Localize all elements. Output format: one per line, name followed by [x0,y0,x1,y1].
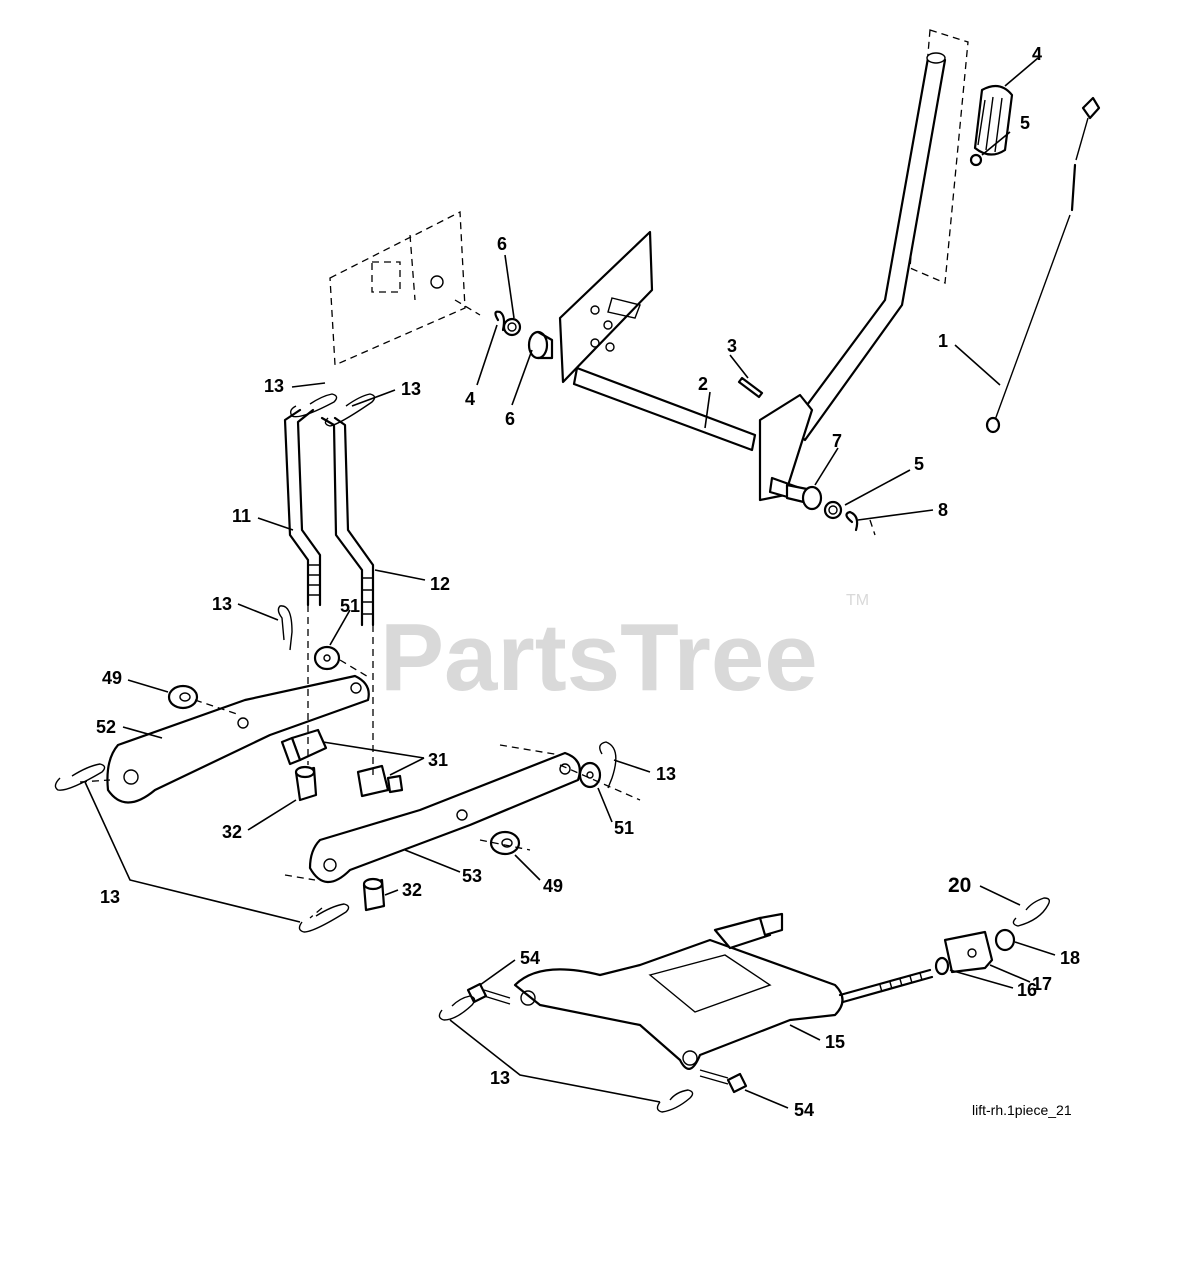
callout-label: 5 [1020,113,1030,133]
trunnion-31-right [356,764,404,798]
lift-link-11 [283,408,322,607]
callout-label: 12 [430,574,450,594]
hairpin-clip-lower-left-a [54,763,106,791]
callout-label: 16 [1017,980,1037,1000]
callout-label: 6 [497,234,507,254]
callout-labels: 4 5 1 3 2 6 4 6 7 5 8 13 13 11 12 13 51 … [96,44,1080,1120]
callout-label: 51 [614,818,634,838]
left-washer-5 [502,317,522,337]
callout-label: 8 [938,500,948,520]
callout-label: 13 [100,887,120,907]
right-bushing-6 [785,483,823,511]
right-clip-4 [845,510,859,532]
callout-label: 32 [222,822,242,842]
hairpin-clip-plate-left [438,995,476,1021]
leader-lines [84,57,1056,1109]
callout-label: 53 [462,866,482,886]
lift-arm-53 [308,751,581,884]
clevis-17 [943,930,994,974]
callout-label: 2 [698,374,708,394]
hairpin-clip-top-left [289,393,338,418]
drawing-code: lift-rh.1piece_21 [972,1102,1072,1118]
lever-mount-plate [558,230,654,384]
plug-8 [969,153,983,167]
callout-label: 49 [543,876,563,896]
callout-label: 17 [1032,974,1052,994]
right-washer-5 [823,500,843,520]
callout-label: 3 [727,336,737,356]
callout-label: 20 [948,874,971,897]
left-clip-4 [494,310,506,332]
callout-label: 13 [264,376,284,396]
hairpin-clip-mid-right [599,741,617,789]
roll-pin-3 [737,376,764,399]
callout-label: 13 [212,594,232,614]
nut-32-lower [362,877,386,912]
left-bushing-6 [527,330,554,360]
callout-label: 6 [505,409,515,429]
handle-grip-7 [973,84,1014,156]
lift-cable-1 [985,96,1101,434]
hairpin-clip-mid-left [277,605,293,651]
watermark-trademark: TM [846,592,869,609]
callout-label: 15 [825,1032,845,1052]
callout-label: 13 [656,764,676,784]
bushing-49-right [489,830,521,856]
hairpin-clip-plate-bottom [656,1089,694,1113]
callout-label: 32 [402,880,422,900]
hairpin-clip-lower-left-b [298,903,350,933]
callout-label: 5 [914,454,924,474]
callout-label: 4 [465,389,475,409]
callout-label: 54 [794,1100,814,1120]
callout-label: 54 [520,948,540,968]
pin-54-lower [699,1069,748,1094]
callout-label: 1 [938,331,948,351]
washer-16 [934,956,950,976]
nut-32-upper [294,765,318,802]
callout-label: 51 [340,596,360,616]
callout-label: 49 [102,668,122,688]
bushing-49-left [167,684,199,710]
callout-label: 4 [1032,44,1042,64]
callout-label: 11 [232,506,251,526]
adjustment-rod [838,968,934,1004]
lift-link-12 [320,416,375,627]
watermark-brand: PartsTree [380,604,818,711]
hairpin-20 [1012,897,1051,927]
lift-arm-52 [106,674,370,804]
nut-18 [994,928,1016,952]
callout-label: 31 [428,750,448,770]
lift-plate-15 [513,912,844,1070]
callout-label: 7 [832,431,842,451]
callout-label: 13 [490,1068,510,1088]
callout-label: 52 [96,717,116,737]
callout-label: 13 [401,379,421,399]
frame-bracket-phantom [329,210,466,366]
hairpin-clip-top-right [324,393,376,427]
trunnion-31-left [280,728,328,766]
callout-label: 18 [1060,948,1080,968]
washer-51-upper [313,645,341,671]
